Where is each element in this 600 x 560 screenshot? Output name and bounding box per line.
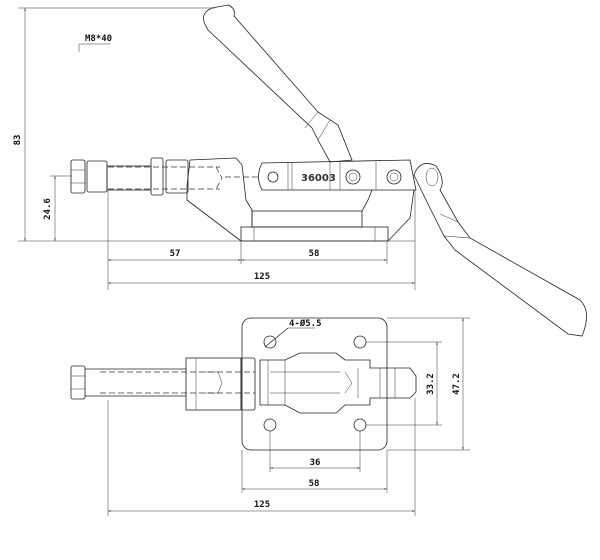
clamp-linkage <box>259 352 417 414</box>
handle-raised <box>203 4 353 163</box>
dim-57-label: 57 <box>170 249 181 259</box>
lock-nut <box>150 157 164 196</box>
dim-58-top-label: 58 <box>309 479 320 489</box>
mounting-plate <box>241 317 388 451</box>
top-view: 4-Ø5.5 33.2 47.2 <box>70 317 470 516</box>
hole-label: 4-Ø5.5 <box>289 318 322 329</box>
hex-nut <box>70 159 86 194</box>
clamp-body-top <box>185 357 242 411</box>
dim-83-label: 83 <box>13 135 23 146</box>
base-plate <box>240 226 389 242</box>
dim-47-2-label: 47.2 <box>452 373 462 395</box>
clamp-arm <box>258 159 417 191</box>
thread-label: M8*40 <box>85 34 112 44</box>
handle-lowered <box>413 163 587 337</box>
mounting-hole <box>263 335 277 349</box>
dim-36-label: 36 <box>310 458 321 468</box>
mounting-hole <box>263 418 277 432</box>
mounting-hole <box>353 335 367 349</box>
mounting-hole <box>353 418 367 432</box>
part-number: 36003 <box>301 173 336 184</box>
dim-125-label: 125 <box>254 272 270 282</box>
dim-33-2-label: 33.2 <box>426 373 436 395</box>
side-view: 83 24.6 M8*40 36003 <box>13 4 587 337</box>
dim-125-top-label: 125 <box>254 500 270 510</box>
dim-58-label: 58 <box>309 249 320 259</box>
clamp-body <box>186 157 253 242</box>
dim-24-6-label: 24.6 <box>43 198 53 220</box>
